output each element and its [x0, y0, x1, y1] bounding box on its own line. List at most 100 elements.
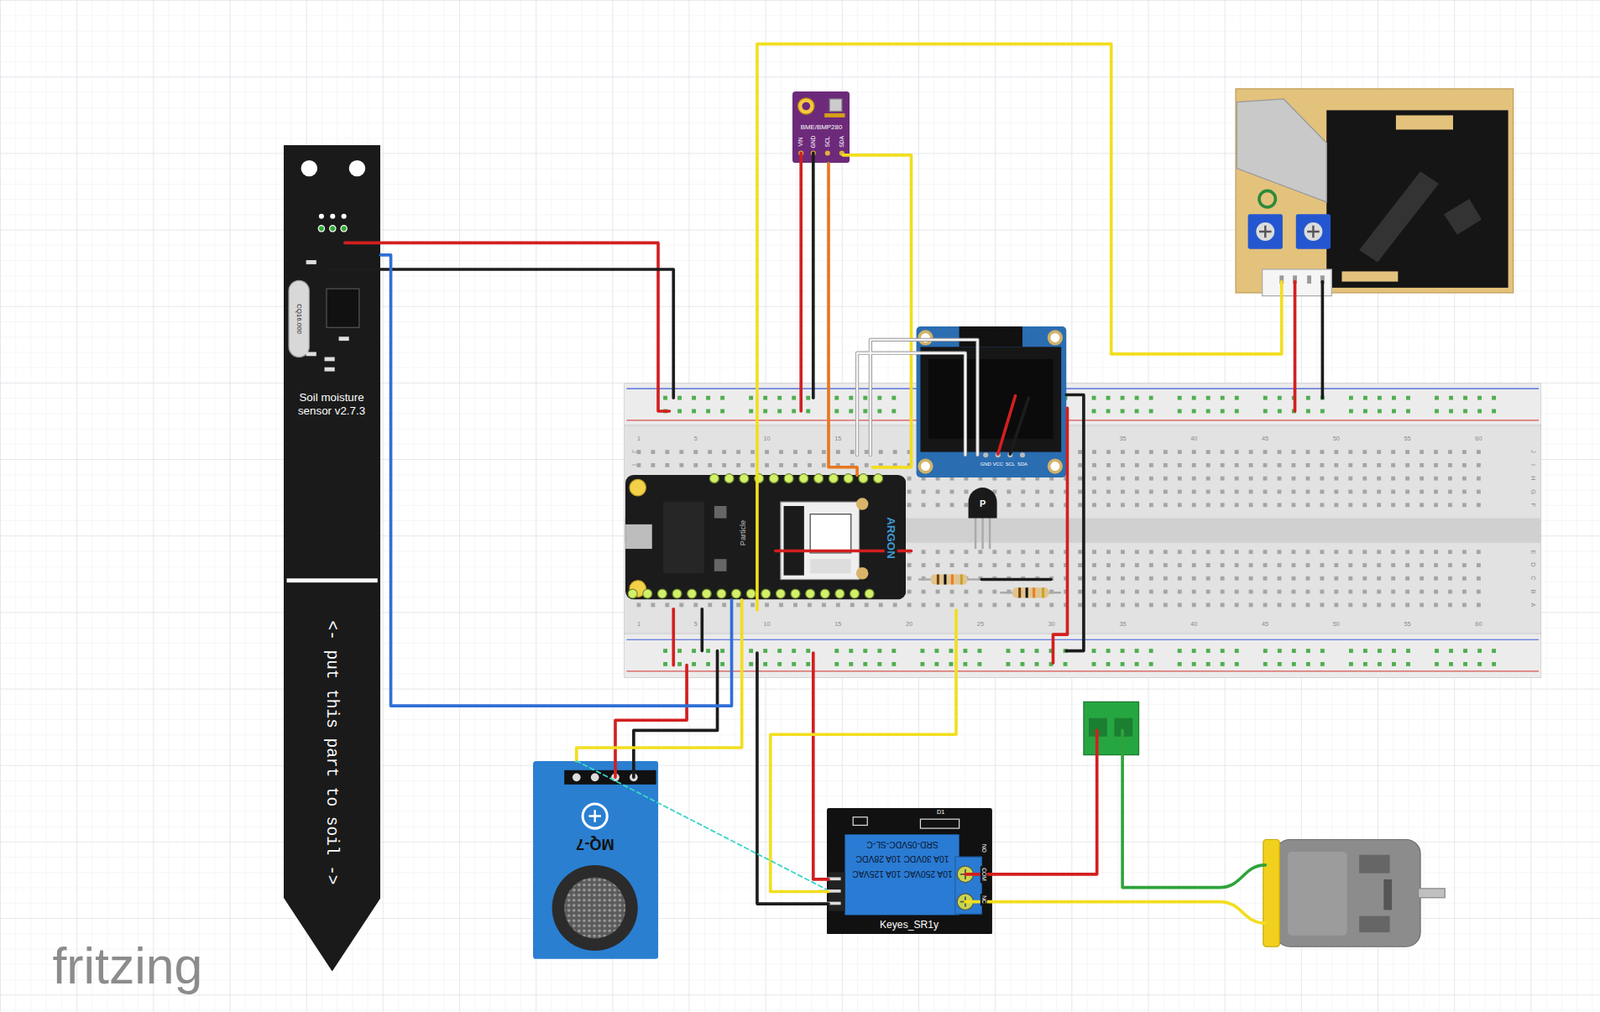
- breadboard-hole: [1092, 662, 1097, 667]
- breadboard-hole: [1419, 590, 1424, 595]
- header-pin: [814, 474, 824, 484]
- pin-name: NC: [980, 894, 988, 906]
- oled-display: [983, 452, 989, 458]
- breadboard-hole: [1348, 449, 1353, 455]
- column-number: 40: [1190, 434, 1198, 442]
- breadboard-hole: [1348, 549, 1353, 555]
- breadboard-hole: [1149, 576, 1154, 581]
- breadboard-hole: [791, 409, 796, 414]
- breadboard-hole: [1249, 563, 1254, 568]
- breadboard-hole: [1405, 490, 1410, 495]
- breadboard-hole: [1106, 463, 1111, 468]
- breadboard-hole: [1020, 502, 1025, 508]
- breadboard-hole: [1220, 502, 1225, 508]
- breadboard-hole: [1149, 563, 1154, 568]
- breadboard-hole: [977, 602, 983, 607]
- breadboard-hole: [1249, 490, 1254, 495]
- row-letter: G: [1529, 489, 1537, 495]
- breadboard-hole: [1448, 662, 1454, 667]
- wire: [615, 665, 687, 779]
- breadboard-hole: [907, 502, 912, 508]
- breadboard-hole: [1134, 409, 1140, 414]
- breadboard-hole: [1448, 549, 1453, 555]
- breadboard-hole: [1077, 602, 1083, 607]
- breadboard-hole: [1035, 549, 1040, 555]
- header-pin: [627, 474, 883, 599]
- breadboard-hole: [934, 648, 939, 654]
- breadboard-hole: [1462, 449, 1467, 455]
- breadboard-hole: [864, 463, 869, 468]
- breadboard-hole: [962, 648, 968, 654]
- breadboard-hole: [1263, 602, 1268, 607]
- breadboard-hole: [750, 463, 755, 468]
- breadboard-hole: [1177, 409, 1182, 414]
- breadboard-hole: [1376, 602, 1381, 607]
- oled-display: [959, 326, 1023, 347]
- row-letter: I: [630, 464, 638, 466]
- header-pin: [864, 589, 874, 599]
- header-pin: [799, 474, 809, 484]
- breadboard-hole: [1134, 563, 1140, 568]
- breadboard-hole: [793, 449, 798, 455]
- breadboard-hole: [1377, 662, 1382, 667]
- breadboard-hole: [1092, 490, 1097, 495]
- brand-label: Particle: [738, 517, 748, 547]
- breadboard-hole: [1433, 590, 1438, 595]
- oled-display: [916, 326, 1067, 478]
- breadboard-hole: [1476, 463, 1481, 468]
- wire: [1321, 282, 1325, 399]
- breadboard-hole: [1263, 502, 1268, 508]
- breadboard-hole: [1348, 490, 1353, 495]
- breadboard-hole: [1149, 490, 1154, 495]
- breadboard-hole: [1362, 590, 1367, 595]
- breadboard-hole: [935, 490, 941, 495]
- breadboard-hole: [1177, 502, 1182, 508]
- header-pin: [828, 474, 838, 484]
- breadboard-hole: [1306, 648, 1311, 654]
- breadboard: [624, 383, 1542, 678]
- breadboard-hole: [1406, 662, 1411, 667]
- breadboard-hole: [1406, 648, 1411, 654]
- breadboard-hole: [779, 602, 784, 607]
- breadboard-hole: [1476, 449, 1481, 455]
- breadboard-hole: [948, 648, 953, 654]
- breadboard-hole: [1249, 449, 1254, 455]
- breadboard-hole: [964, 490, 969, 495]
- breadboard-hole: [848, 396, 853, 401]
- breadboard-hole: [1463, 396, 1468, 401]
- breadboard-hole: [1149, 662, 1154, 667]
- breadboard-hole: [1206, 449, 1211, 455]
- breadboard-hole: [1434, 396, 1439, 401]
- breadboard-hole: [1277, 648, 1282, 654]
- breadboard-hole: [1405, 463, 1410, 468]
- breadboard-hole: [1092, 602, 1097, 607]
- breadboard-hole: [1362, 449, 1367, 455]
- wire: [857, 353, 966, 456]
- breadboard-hole: [791, 396, 796, 401]
- breadboard-hole: [1120, 476, 1125, 482]
- breadboard-hole: [1305, 502, 1310, 508]
- breadboard-hole: [1234, 549, 1240, 555]
- wire: [965, 730, 1098, 874]
- breadboard-hole: [1448, 602, 1453, 607]
- breadboard-hole: [1448, 576, 1453, 581]
- breadboard-hole: [1163, 576, 1168, 581]
- breadboard-hole: [1092, 396, 1097, 401]
- breadboard-hole: [1419, 449, 1424, 455]
- breadboard-hole: [1192, 576, 1197, 581]
- row-letter: H: [1529, 475, 1537, 481]
- relay-detail: [818, 817, 982, 916]
- breadboard-hole: [1391, 662, 1397, 667]
- soil-sensor-detail: [287, 578, 378, 583]
- breadboard-hole: [1006, 648, 1011, 654]
- breadboard-hole: [664, 449, 670, 455]
- breadboard-hole: [1220, 576, 1225, 581]
- breadboard-hole: [1391, 409, 1397, 414]
- oled-display: [928, 359, 1053, 440]
- relay-rating: 10A 250VAC 10A 125VAC: [852, 868, 953, 879]
- breadboard-hole: [650, 449, 655, 455]
- dc-motor: [1287, 852, 1348, 936]
- breadboard-hole: [1149, 449, 1154, 455]
- breadboard-hole: [1177, 476, 1182, 482]
